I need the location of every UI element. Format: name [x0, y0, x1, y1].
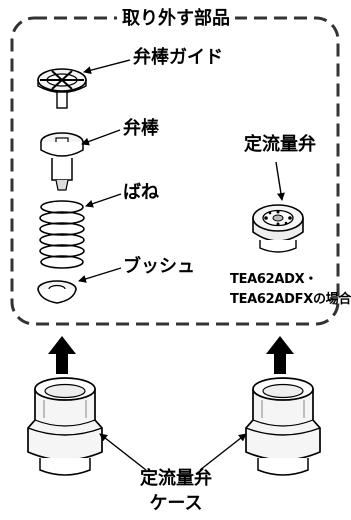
case-right — [245, 377, 321, 476]
model-note-line1: TEA62ADX・ — [230, 272, 318, 287]
removed-parts-title: 取り外す部品 — [117, 10, 235, 28]
up-arrow-left — [48, 336, 76, 374]
case-label-line1: 定流量弁 — [140, 468, 212, 489]
case-label-line2: ケース — [149, 493, 203, 514]
constant-flow-valve-part — [252, 204, 304, 253]
spring-arrow — [85, 193, 122, 208]
model-note: TEA62ADX・ TEA62ADFXの場合 — [230, 270, 351, 310]
spring-label: ばね — [123, 182, 159, 203]
spring-part — [39, 200, 85, 269]
up-arrow-right — [266, 336, 294, 374]
model-note-line2: TEA62ADFXの場合 — [230, 292, 351, 307]
valve-guide-arrow — [83, 59, 131, 75]
bushing-arrow — [78, 267, 122, 283]
constant-flow-valve-arrow — [275, 161, 285, 201]
valve-guide-label: 弁棒ガイド — [133, 47, 223, 68]
valve-guide-part — [37, 68, 87, 109]
case-left-arrow — [99, 433, 147, 471]
valve-stem-label: 弁棒 — [123, 118, 159, 139]
bushing-label: ブッシュ — [123, 256, 195, 277]
case-label: 定流量弁 ケース — [140, 466, 212, 516]
valve-stem-part — [40, 132, 84, 191]
case-right-arrow — [199, 433, 247, 471]
constant-flow-valve-label: 定流量弁 — [244, 134, 316, 155]
bushing-part — [37, 280, 77, 304]
case-left — [27, 377, 103, 476]
valve-stem-arrow — [81, 129, 121, 146]
